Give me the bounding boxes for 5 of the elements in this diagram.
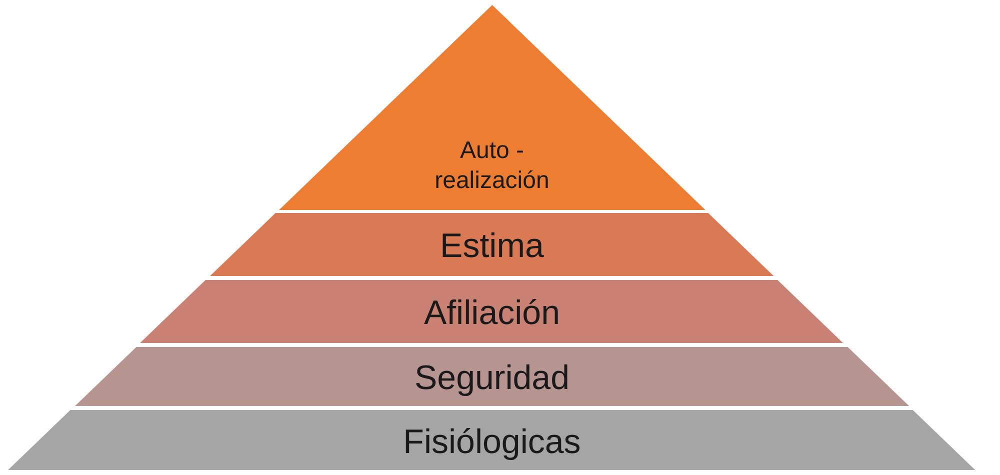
level-label: Auto - realización — [434, 136, 550, 196]
level-label: Afiliación — [424, 293, 560, 333]
level-label: Estima — [440, 226, 544, 266]
level-label: Seguridad — [414, 358, 570, 398]
level-label: Fisiólogicas — [403, 422, 581, 462]
